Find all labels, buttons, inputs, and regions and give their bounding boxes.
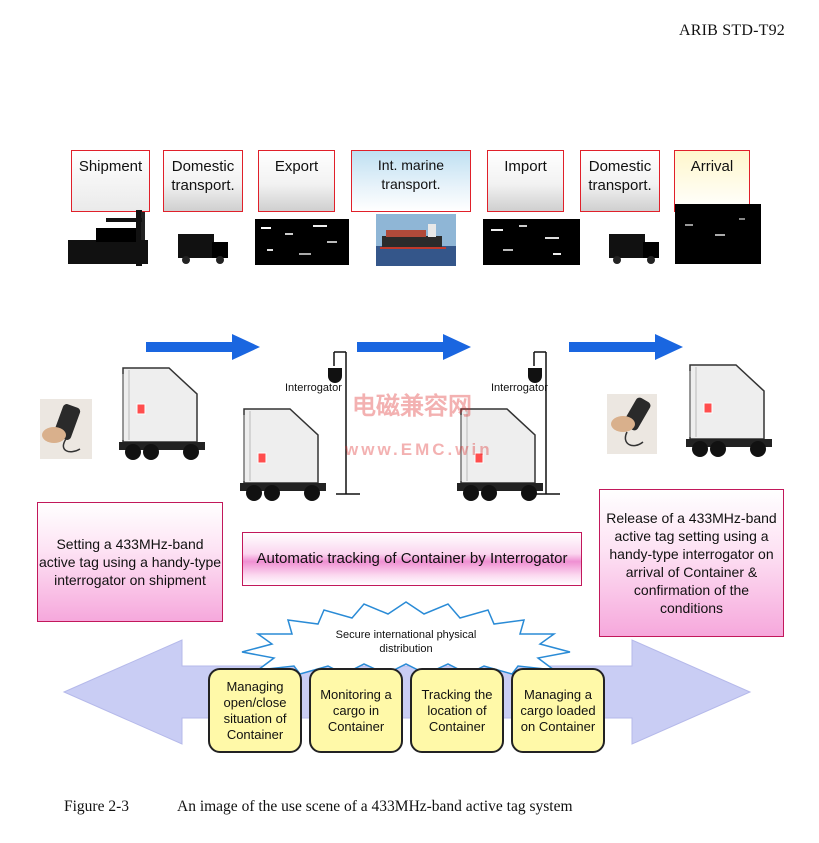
burst-text: Secure international physical distributi… <box>335 629 477 655</box>
flow-arrow-icon <box>357 334 471 360</box>
container-truck-icon <box>119 367 205 460</box>
truck-photo-icon <box>178 234 228 264</box>
container-ship-photo-icon <box>376 214 456 266</box>
stage-label: Import <box>504 158 547 175</box>
callout-shipment-setting: Setting a 433MHz-band active tag using a… <box>37 502 223 622</box>
starburst-icon <box>241 601 571 675</box>
callout-text: Setting a 433MHz-band active tag using a… <box>38 536 222 588</box>
container-truck-icon <box>240 408 326 501</box>
feature-text: Monitoring a cargo in Container <box>320 686 392 734</box>
container-truck-icon <box>457 408 543 501</box>
feature-open-close: Managing open/close situation of Contain… <box>208 668 302 753</box>
handy-interrogator-icon <box>607 394 657 454</box>
stage-label: Export <box>274 158 319 175</box>
feature-monitoring: Monitoring a cargo in Container <box>309 668 403 753</box>
crane-loading-photo-icon <box>68 210 148 266</box>
stage-int-marine-transport: Int. marine transport. <box>351 150 471 212</box>
callout-arrival-release: Release of a 433MHz-band active tag sett… <box>599 489 784 637</box>
stage-shipment: Shipment <box>71 150 150 212</box>
flow-arrow-icon <box>146 334 260 360</box>
figure-caption: An image of the use scene of a 433MHz-ba… <box>177 798 573 815</box>
stage-label: Domestic transport. <box>588 158 652 194</box>
callout-automatic-tracking: Automatic tracking of Container by Inter… <box>242 532 582 586</box>
stage-arrival: Arrival <box>674 150 750 212</box>
callout-text: Automatic tracking of Container by Inter… <box>256 550 568 567</box>
container-truck-icon <box>686 364 772 457</box>
interrogator-label: Interrogator <box>285 382 342 394</box>
figure-number: Figure 2-3 <box>64 798 130 815</box>
stage-label: Shipment <box>78 158 143 175</box>
callout-text: Release of a 433MHz-band active tag sett… <box>606 510 777 616</box>
stage-import: Import <box>487 150 564 212</box>
feature-text: Managing open/close situation of Contain… <box>223 678 287 742</box>
container-stack-photo-icon <box>675 204 761 264</box>
document-id: ARIB STD-T92 <box>679 22 785 39</box>
interrogator-label: Interrogator <box>491 382 548 394</box>
watermark-line1: 电磁兼容网 <box>352 393 472 420</box>
stage-label: Int. marine transport. <box>377 157 445 192</box>
interrogator-pole-icon <box>328 351 360 495</box>
feature-cargo-loaded: Managing a cargo loaded on Container <box>511 668 605 753</box>
container-yard-photo-icon <box>483 219 580 265</box>
feature-text: Managing a cargo loaded on Container <box>520 686 596 734</box>
handy-interrogator-icon <box>40 399 92 459</box>
feature-tracking: Tracking the location of Container <box>410 668 504 753</box>
stage-label: Arrival <box>690 158 734 175</box>
container-yard-photo-icon <box>255 219 349 265</box>
flow-arrow-icon <box>569 334 683 360</box>
stage-label: Domestic transport. <box>171 158 235 194</box>
stage-domestic-transport-1: Domestic transport. <box>163 150 243 212</box>
watermark-line2: www.EMC.win <box>345 440 493 459</box>
stage-export: Export <box>258 150 335 212</box>
feature-text: Tracking the location of Container <box>421 686 493 734</box>
stage-domestic-transport-2: Domestic transport. <box>580 150 660 212</box>
truck-photo-icon <box>609 234 659 264</box>
interrogator-pole-icon <box>528 351 560 495</box>
